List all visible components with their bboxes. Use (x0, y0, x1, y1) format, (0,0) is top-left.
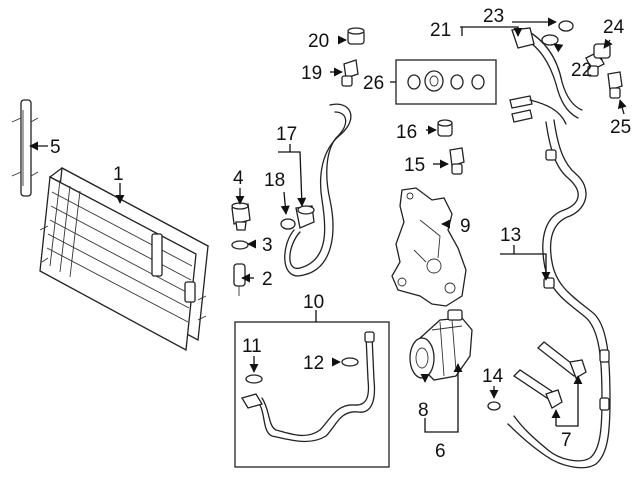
valve-cap-part-24 (593, 43, 611, 59)
o-ring-part-23a (558, 20, 574, 32)
callout-22: 22 (571, 60, 592, 81)
callout-6: 6 (435, 441, 446, 462)
discharge-hose-part (280, 103, 352, 277)
compressor-bolt-part-lower (512, 369, 563, 409)
liquid-line-part (507, 119, 611, 469)
suction-line-part (241, 331, 376, 443)
service-valve-part-15 (449, 147, 465, 175)
callout-13: 13 (500, 225, 521, 246)
valve-cap-part-20 (347, 27, 365, 45)
suction-line-group-box (234, 321, 390, 468)
leader-lines (29, 17, 627, 433)
callout-14: 14 (482, 366, 504, 387)
callout-10: 10 (303, 292, 324, 313)
o-ring-part-18 (280, 218, 296, 230)
callout-2: 2 (262, 269, 273, 290)
callout-4: 4 (233, 168, 244, 189)
temperature-sensor-part (233, 263, 246, 296)
callout-23: 23 (483, 6, 504, 27)
callout-1: 1 (113, 164, 124, 185)
o-ring-part-11 (245, 374, 263, 384)
callout-26: 26 (363, 73, 384, 94)
compressor-part (409, 309, 473, 381)
callout-20: 20 (308, 31, 329, 52)
condenser-part (39, 166, 210, 352)
service-valve-part-22 (585, 51, 605, 77)
pressure-line-part-21 (509, 27, 583, 125)
callout-3: 3 (262, 235, 273, 256)
seal-kit-part (395, 59, 497, 105)
callout-12: 12 (303, 353, 324, 374)
valve-cap-part-16 (437, 119, 453, 137)
pressure-switch-part (231, 202, 251, 231)
callout-7: 7 (561, 430, 572, 451)
callout-9: 9 (460, 216, 471, 237)
service-valve-part-25 (607, 71, 623, 99)
callout-25: 25 (610, 117, 631, 138)
receiver-drier-part (11, 99, 39, 197)
callout-18: 18 (264, 170, 285, 191)
o-ring-part-23b (541, 34, 559, 46)
callout-15: 15 (404, 155, 425, 176)
callout-24: 24 (603, 17, 625, 38)
callout-21: 21 (430, 20, 451, 41)
callout-5: 5 (50, 137, 61, 158)
callout-16: 16 (396, 122, 417, 143)
o-ring-part-3 (231, 240, 249, 250)
service-valve-part-19 (341, 59, 359, 87)
compressor-bracket-part (391, 187, 467, 307)
o-ring-part-14 (487, 401, 501, 411)
compressor-bolt-part-upper (537, 341, 587, 379)
callout-19: 19 (301, 63, 322, 84)
callout-labels: 1 2 3 4 5 6 7 8 9 10 11 12 13 14 15 16 1… (50, 6, 631, 462)
callout-17: 17 (276, 124, 297, 145)
callout-8: 8 (418, 400, 429, 421)
o-ring-part-12 (341, 357, 359, 367)
callout-11: 11 (242, 336, 262, 357)
